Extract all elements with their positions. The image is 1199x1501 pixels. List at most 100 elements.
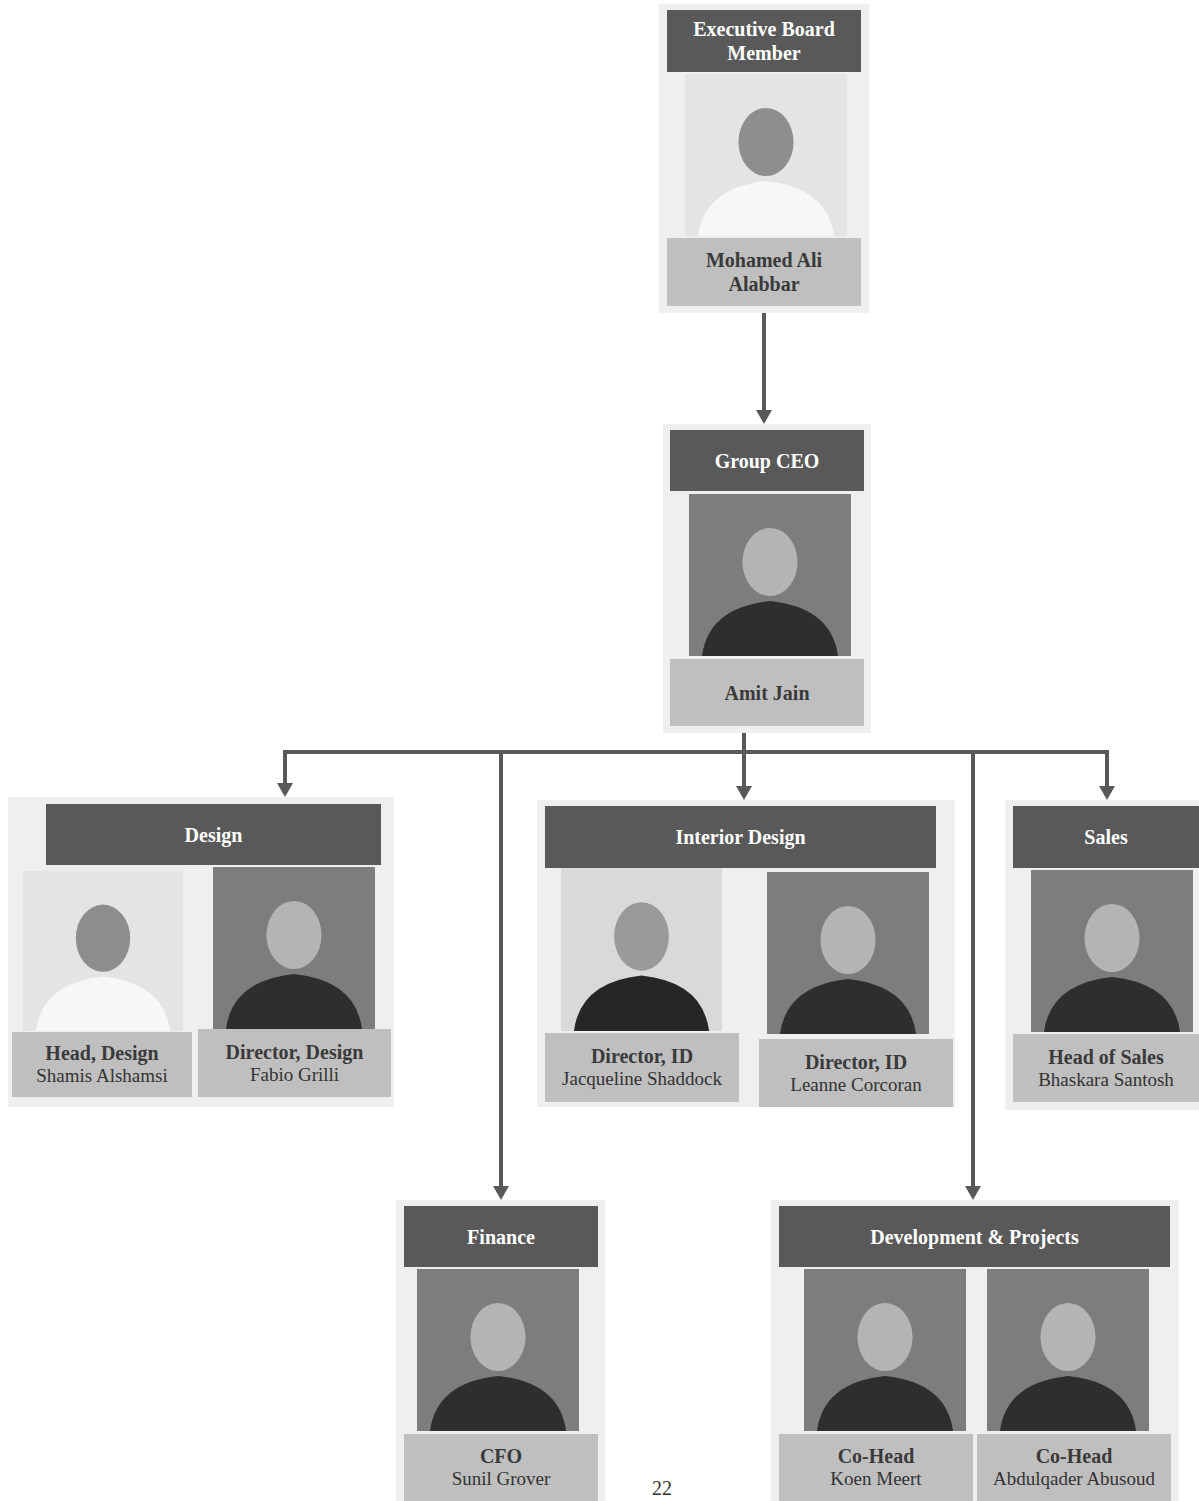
- photo-shoulders: [702, 601, 838, 656]
- photo-head: [857, 1303, 912, 1371]
- portrait-photo: [213, 867, 375, 1029]
- role-title: Director, ID: [591, 1044, 693, 1068]
- person-card: Director, DesignFabio Grilli: [198, 867, 391, 1097]
- department-panel: FinanceCFOSunil Grover: [396, 1200, 605, 1501]
- section-header-text: Sales: [1084, 825, 1127, 849]
- name-plate: Co-HeadAbdulqader Abusoud: [977, 1434, 1171, 1501]
- photo-shoulders: [1000, 1376, 1136, 1431]
- name-plate: Head, DesignShamis Alshamsi: [12, 1032, 192, 1097]
- photo-head: [742, 528, 797, 596]
- person-name: Abdulqader Abusoud: [993, 1468, 1155, 1491]
- department-panel: SalesHead of SalesBhaskara Santosh: [1005, 800, 1199, 1110]
- portrait-photo: [417, 1269, 579, 1431]
- page-number: 22: [652, 1476, 672, 1500]
- photo-ground: [767, 872, 929, 1034]
- section-header: Executive Board Member: [667, 10, 861, 72]
- department-panel: DesignHead, DesignShamis AlshamsiDirecto…: [8, 797, 394, 1107]
- photo-head: [1040, 1303, 1095, 1371]
- name-plate: Director, IDJacqueline Shaddock: [545, 1033, 739, 1102]
- person-name: Fabio Grilli: [250, 1064, 339, 1087]
- portrait-photo: [689, 494, 851, 656]
- section-header: Sales: [1013, 806, 1199, 868]
- connector-arrow: [762, 313, 766, 412]
- person-name: Shamis Alshamsi: [36, 1065, 167, 1088]
- photo-shoulders: [1044, 977, 1180, 1032]
- department-panel: Interior DesignDirector, IDJacqueline Sh…: [537, 800, 955, 1107]
- photo-shoulders: [574, 976, 709, 1031]
- person-card: Head, DesignShamis Alshamsi: [12, 871, 192, 1097]
- portrait-photo: [23, 871, 183, 1031]
- photo-ground: [561, 868, 722, 1031]
- photo-ground: [1031, 870, 1193, 1032]
- photo-ground: [23, 871, 183, 1031]
- person-card: Co-HeadAbdulqader Abusoud: [977, 1269, 1171, 1501]
- portrait-photo: [987, 1269, 1149, 1431]
- department-panel: Development & ProjectsCo-HeadKoen MeertC…: [771, 1200, 1179, 1501]
- photo-head: [614, 902, 669, 970]
- person-name: Mohamed Ali Alabbar: [689, 248, 839, 296]
- name-plate: Director, DesignFabio Grilli: [198, 1029, 391, 1097]
- name-plate: CFOSunil Grover: [404, 1434, 598, 1501]
- photo-ground: [685, 74, 847, 236]
- photo-head: [470, 1303, 525, 1371]
- leader-panel: Executive Board MemberMohamed Ali Alabba…: [659, 4, 869, 313]
- role-title: Co-Head: [1036, 1444, 1113, 1468]
- section-header-text: Development & Projects: [870, 1225, 1078, 1249]
- role-title: Head of Sales: [1048, 1045, 1164, 1069]
- portrait-photo: [685, 74, 847, 236]
- name-plate: Director, IDLeanne Corcoran: [759, 1039, 953, 1107]
- role-title: Head, Design: [45, 1041, 158, 1065]
- role-title: CFO: [480, 1444, 522, 1468]
- portrait-photo: [767, 872, 929, 1034]
- section-header-text: Finance: [467, 1225, 535, 1249]
- section-header: Design: [46, 804, 381, 865]
- person-card: Head of SalesBhaskara Santosh: [1013, 870, 1199, 1102]
- portrait-photo: [804, 1269, 966, 1431]
- name-plate: Head of SalesBhaskara Santosh: [1013, 1034, 1199, 1102]
- photo-head: [1084, 904, 1139, 972]
- person-name: Amit Jain: [725, 681, 810, 705]
- person-name: Jacqueline Shaddock: [562, 1068, 722, 1091]
- photo-head: [820, 906, 875, 974]
- photo-shoulders: [36, 977, 170, 1031]
- section-header-text: Executive Board Member: [687, 17, 841, 65]
- photo-head: [738, 108, 793, 176]
- section-header: Group CEO: [670, 430, 864, 491]
- photo-shoulders: [780, 979, 916, 1034]
- portrait-photo: [1031, 870, 1193, 1032]
- photo-shoulders: [430, 1376, 566, 1431]
- connector-arrow: [744, 733, 1107, 788]
- portrait-photo: [561, 868, 722, 1031]
- photo-ground: [987, 1269, 1149, 1431]
- person-card: Director, IDJacqueline Shaddock: [545, 868, 739, 1102]
- person-name: Koen Meert: [830, 1468, 921, 1491]
- name-plate: Co-HeadKoen Meert: [779, 1434, 973, 1501]
- section-header-text: Group CEO: [715, 449, 820, 473]
- role-title: Director, ID: [805, 1050, 907, 1074]
- person-card: Director, IDLeanne Corcoran: [759, 872, 953, 1107]
- name-plate: Amit Jain: [670, 659, 864, 726]
- photo-ground: [804, 1269, 966, 1431]
- photo-head: [266, 901, 321, 969]
- person-card: Co-HeadKoen Meert: [779, 1269, 973, 1501]
- section-header: Interior Design: [545, 806, 936, 868]
- photo-shoulders: [698, 181, 834, 236]
- leader-panel: Group CEO Amit Jain: [663, 424, 871, 733]
- name-plate: Mohamed Ali Alabbar: [667, 238, 861, 306]
- photo-shoulders: [817, 1376, 953, 1431]
- photo-shoulders: [226, 974, 362, 1029]
- photo-ground: [213, 867, 375, 1029]
- section-header: Finance: [404, 1206, 598, 1267]
- person-name: Leanne Corcoran: [790, 1074, 921, 1097]
- role-title: Co-Head: [838, 1444, 915, 1468]
- connector-arrow: [285, 733, 744, 785]
- person-name: Sunil Grover: [452, 1468, 551, 1491]
- section-header-text: Interior Design: [675, 825, 805, 849]
- photo-ground: [689, 494, 851, 656]
- role-title: Director, Design: [226, 1040, 364, 1064]
- section-header: Development & Projects: [779, 1206, 1170, 1267]
- section-header-text: Design: [185, 823, 243, 847]
- person-card: CFOSunil Grover: [404, 1269, 598, 1501]
- person-name: Bhaskara Santosh: [1038, 1069, 1174, 1092]
